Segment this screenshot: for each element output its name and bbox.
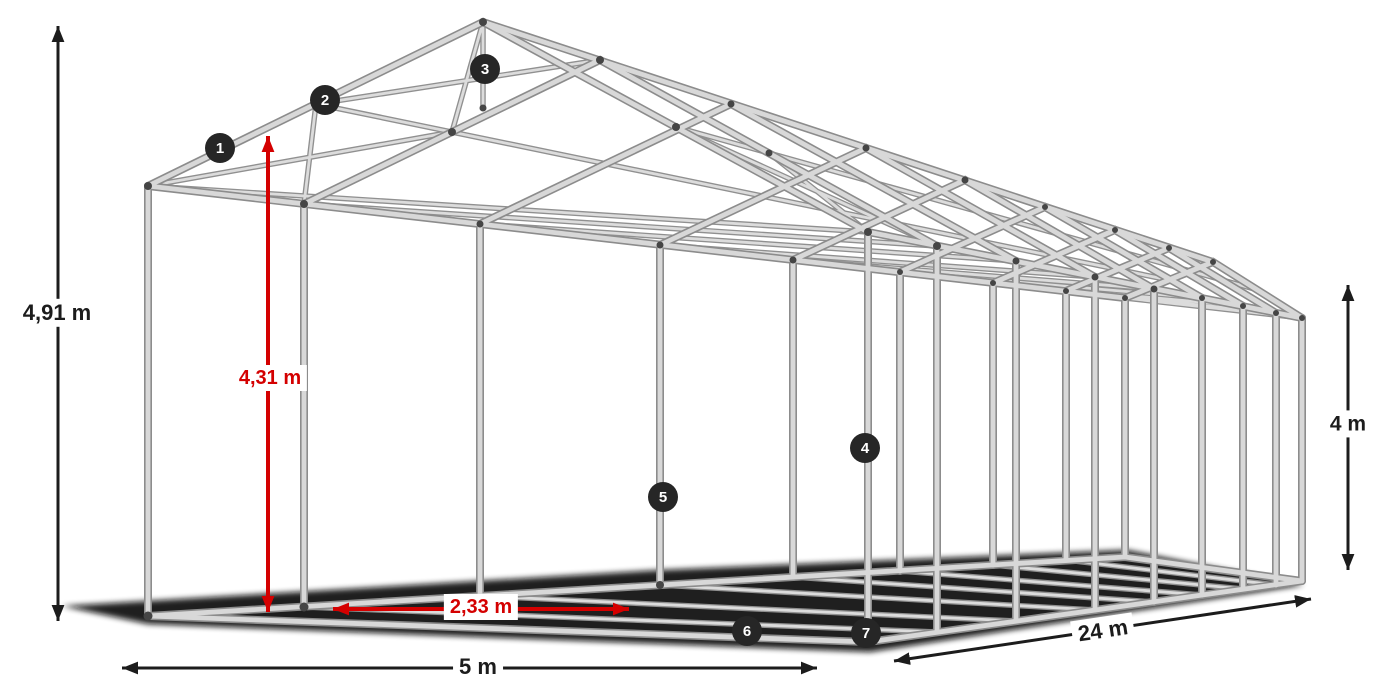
dimension-inner-height: 4,31 m bbox=[232, 365, 308, 391]
part-badge-5: 5 bbox=[648, 482, 678, 512]
dimension-side-height: 4 m bbox=[1323, 410, 1373, 438]
dimension-total-height: 4,91 m bbox=[16, 298, 98, 328]
dimension-bay-spacing: 2,33 m bbox=[443, 594, 519, 620]
part-badge-6: 6 bbox=[732, 616, 762, 646]
part-badge-2: 2 bbox=[310, 85, 340, 115]
part-badge-3: 3 bbox=[470, 54, 500, 84]
part-badge-1: 1 bbox=[205, 133, 235, 163]
part-badge-7: 7 bbox=[851, 618, 881, 648]
frame-main-tubes-under bbox=[144, 17, 1306, 646]
dimension-width: 5 m bbox=[453, 652, 503, 682]
part-badge-4: 4 bbox=[850, 433, 880, 463]
